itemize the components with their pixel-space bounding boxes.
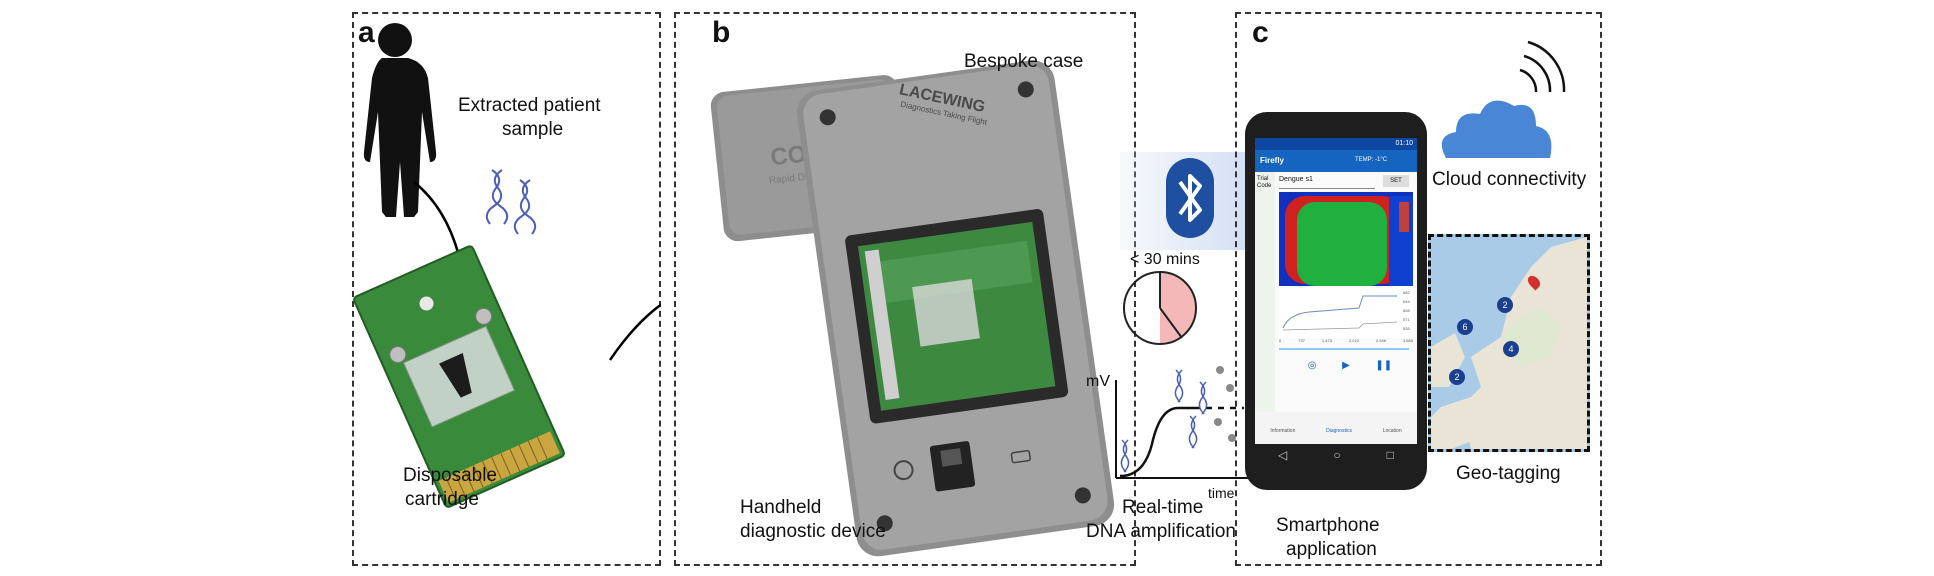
panel-b: [674, 12, 1136, 566]
y-tick: 645: [1403, 299, 1410, 304]
graph-x-label: time: [1208, 485, 1235, 500]
panel-a-illustration: [353, 23, 661, 508]
y-tick: 535: [1403, 326, 1410, 331]
slider-track[interactable]: [1279, 348, 1409, 350]
phone-label-line1: Smartphone: [1276, 515, 1380, 536]
smartphone: 01:10 Firefly TEMP: -1°C Trial Code Deng…: [1245, 112, 1427, 490]
x-tick: 1,473: [1321, 338, 1332, 343]
map-cluster[interactable]: 2: [1449, 369, 1465, 385]
panel-a: [352, 12, 661, 566]
trial-code-label-1: Trial: [1257, 176, 1269, 182]
target-icon[interactable]: ◎: [1307, 360, 1317, 371]
dna-icon: [485, 169, 537, 235]
app-temp: TEMP: -1°C: [1355, 157, 1388, 163]
y-tick: 571: [1403, 317, 1410, 322]
device-label-line1: Handheld: [740, 497, 822, 518]
timer-clock-icon: [1123, 271, 1197, 345]
map-cluster[interactable]: 6: [1457, 319, 1473, 335]
phone-label-line2: application: [1286, 539, 1377, 560]
app-bar: Firefly TEMP: -1°C: [1255, 150, 1417, 172]
graph-y-label: mV: [1086, 373, 1110, 390]
home-icon[interactable]: ○: [1333, 448, 1341, 462]
y-ticks: 682 645 608 571 535: [1403, 288, 1410, 333]
nav-location[interactable]: Location: [1382, 428, 1402, 434]
map-cluster[interactable]: 4: [1503, 341, 1519, 357]
x-tick: 2,210: [1348, 338, 1359, 343]
play-icon[interactable]: ▶: [1342, 360, 1350, 371]
panel-c-label: c: [1252, 16, 1269, 49]
phone-screen: 01:10 Firefly TEMP: -1°C Trial Code Deng…: [1255, 138, 1417, 444]
x-tick: 0: [1279, 338, 1282, 343]
nav-information[interactable]: Information: [1270, 428, 1296, 434]
handheld-device: [796, 60, 1115, 557]
panel-b-label: b: [712, 16, 731, 49]
tool-sidebar: [1255, 172, 1275, 412]
panel-c: [1235, 12, 1602, 566]
x-tick: 2,946: [1375, 338, 1386, 343]
cartridge-label-line2: cartridge: [405, 489, 479, 510]
sensor-heatmap: [1279, 192, 1413, 286]
status-bar: 01:10: [1255, 138, 1417, 150]
geo-map: 2 6 4 2: [1428, 234, 1590, 452]
sample-label-line2: sample: [502, 119, 564, 140]
bluetooth-icon: [1166, 158, 1214, 238]
device-label-line2: diagnostic device: [740, 521, 886, 542]
panel-a-label: a: [358, 16, 375, 49]
android-nav-bar: ◁ ○ □: [1255, 448, 1417, 462]
set-button[interactable]: SET: [1383, 175, 1409, 187]
sample-label-line1: Extracted patient: [458, 95, 601, 116]
bottom-nav: Information Diagnostics Location: [1255, 412, 1417, 444]
cloud-icon: [1441, 40, 1566, 158]
trial-code-label-2: Code: [1257, 183, 1272, 189]
x-ticks: 0 737 1,473 2,210 2,946 3,683: [1279, 338, 1413, 343]
geo-label: Geo-tagging: [1456, 463, 1561, 484]
timer-label: < 30 mins: [1130, 251, 1200, 268]
cartridge-pcb: [353, 245, 565, 508]
case-label: Bespoke case: [964, 51, 1084, 72]
status-time: 01:10: [1395, 140, 1413, 147]
back-icon[interactable]: ◁: [1278, 448, 1288, 462]
cloud-label: Cloud connectivity: [1432, 169, 1587, 190]
amplification-label-line2: DNA amplification: [1086, 521, 1236, 542]
nav-diagnostics[interactable]: Diagnostics: [1326, 428, 1352, 434]
y-tick: 682: [1403, 290, 1410, 295]
cartridge-label-line1: Disposable: [403, 465, 497, 486]
recents-icon[interactable]: □: [1386, 448, 1394, 462]
amplification-graph: mV time: [1086, 366, 1248, 500]
device-illustration: COVID-19 Rapid Diagnostic Test LACEWING …: [710, 60, 1115, 557]
trial-code-input[interactable]: Dengue s1: [1279, 176, 1375, 189]
map-cluster[interactable]: 2: [1497, 297, 1513, 313]
x-tick: 3,683: [1402, 338, 1413, 343]
y-tick: 608: [1403, 308, 1410, 313]
app-name: Firefly: [1260, 156, 1285, 165]
human-silhouette-icon: [363, 23, 437, 217]
x-tick: 737: [1298, 338, 1305, 343]
signal-graph: [1279, 288, 1413, 338]
amplification-label-line1: Real-time: [1122, 497, 1204, 518]
playback-controls: ◎ ▶ ❚❚: [1295, 360, 1405, 371]
pause-icon[interactable]: ❚❚: [1375, 360, 1393, 371]
